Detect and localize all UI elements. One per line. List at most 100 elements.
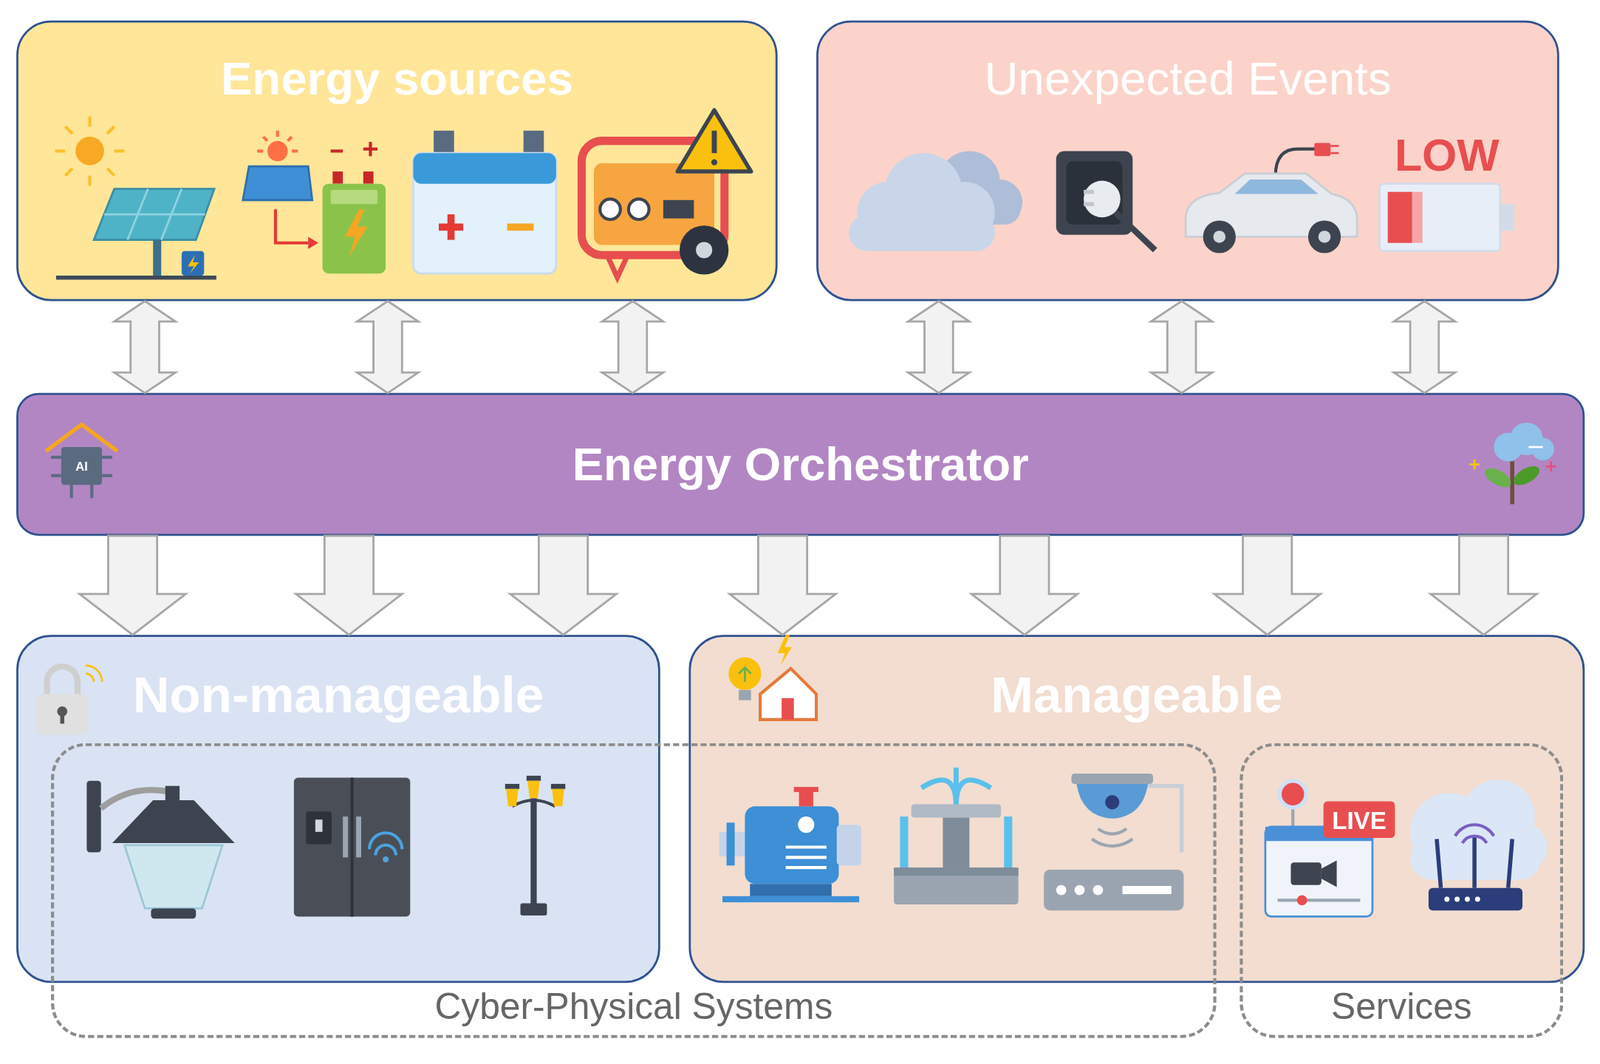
dashed-group-box: Services: [1239, 743, 1564, 1038]
camera-recorder-icon: [1076, 783, 1148, 819]
wall-lamp-icon: [124, 845, 224, 909]
street-lamp-icon: [526, 775, 541, 781]
low-battery-icon: [1500, 203, 1515, 231]
cloud-router-icon: [1428, 887, 1523, 911]
generator-icon: [663, 200, 694, 219]
solar-panel-icon: [114, 149, 125, 153]
generator-icon: [712, 130, 718, 153]
lock-icon: [85, 673, 94, 682]
solar-panel-icon: [87, 115, 91, 127]
cloud-router-icon: [1462, 836, 1487, 843]
smart-fridge-icon: [375, 845, 396, 856]
motor-pump-icon: [785, 855, 827, 859]
solar-panel-icon: [87, 175, 91, 187]
battery-icon: [412, 152, 556, 274]
camera-recorder-icon: [1043, 773, 1184, 911]
battery-icon: [433, 130, 455, 156]
solar-charger-icon: [344, 209, 368, 258]
flow-arrow: [1214, 535, 1321, 635]
power-socket-icon: [1066, 161, 1123, 225]
lock-icon: [47, 666, 78, 696]
ai-home-chip-icon: [50, 455, 62, 459]
motor-pump-icon: [799, 788, 814, 806]
smart-home-icon: [781, 698, 795, 720]
electric-car-icon: [1185, 142, 1357, 253]
smart-fridge-icon: [369, 832, 402, 849]
camera-recorder-icon: [1105, 794, 1120, 809]
live-stream-icon: [1279, 780, 1307, 808]
camera-recorder-icon: [1074, 884, 1086, 896]
source-group-box: Energy sources: [16, 20, 778, 302]
electric-car-icon: [1275, 149, 1317, 176]
flow-arrow: [510, 535, 617, 635]
solar-panel-icon: [187, 254, 199, 274]
green-cloud-icon: [1469, 422, 1556, 505]
smart-fridge-icon: [382, 856, 389, 863]
electric-car-icon: [1185, 173, 1357, 238]
cloud-router-icon: [1436, 838, 1442, 888]
low-battery-icon: [1412, 192, 1423, 244]
cloud-icon: [848, 150, 1023, 251]
cloud-router-icon: [1498, 822, 1547, 871]
motor-pump-icon: [744, 805, 839, 884]
lock-icon: [60, 713, 66, 724]
solar-charger-icon: [330, 149, 344, 153]
solar-charger-icon: [363, 171, 374, 184]
live-stream-icon: [1321, 860, 1338, 888]
flow-arrow: [79, 535, 187, 635]
electric-car-icon: [1212, 230, 1226, 244]
solar-charger-icon: [322, 183, 387, 275]
electric-car-icon: [1234, 179, 1318, 194]
ai-home-chip-icon: [61, 446, 102, 485]
group-title: Unexpected Events: [818, 53, 1558, 105]
fountain-icon: [893, 767, 1019, 905]
live-stream-icon: [1297, 894, 1308, 905]
smart-fridge-icon: [293, 777, 410, 917]
green-cloud-icon: [1510, 462, 1543, 490]
power-socket-icon: [1083, 202, 1094, 207]
low-battery-icon: [1379, 183, 1501, 252]
live-badge-text: LIVE: [1331, 808, 1387, 833]
smart-home-icon: [738, 667, 752, 682]
green-cloud-icon: [1481, 463, 1514, 491]
fountain-icon: [955, 780, 991, 807]
fountain-icon: [899, 816, 908, 870]
double-arrow: [1150, 301, 1213, 393]
battery-icon: [507, 223, 535, 232]
live-stream-icon: [1277, 898, 1360, 902]
solar-panel-icon: [93, 189, 215, 241]
street-lamp-icon: [551, 788, 565, 806]
electric-car-icon: [1203, 220, 1236, 253]
cloud-icon: [944, 193, 1021, 224]
solar-charger-icon: [288, 136, 293, 142]
electric-car-icon: [1314, 142, 1331, 156]
battery-icon: [523, 130, 545, 156]
lock-icon: [56, 706, 68, 717]
group-title: Manageable: [690, 667, 1583, 724]
camera-recorder-icon: [1091, 838, 1133, 846]
solar-charger-icon: [267, 141, 289, 162]
power-socket-icon: [1083, 180, 1121, 218]
street-lamp-icon: [511, 800, 555, 806]
solar-charger-icon: [332, 171, 343, 184]
ai-home-chip-icon: [45, 424, 118, 498]
motor-pump-icon: [722, 896, 860, 902]
camera-recorder-icon: [1122, 885, 1172, 894]
solar-charger-icon: [330, 189, 379, 204]
cloud-icon: [938, 150, 1001, 213]
low-battery-icon: [1379, 183, 1515, 252]
electric-car-icon: [1318, 230, 1332, 244]
ai-home-chip-icon: [70, 484, 74, 498]
green-cloud-icon: [1509, 460, 1515, 504]
ai-home-chip-icon: [101, 455, 113, 459]
device-group-box: Non-manageable: [16, 634, 661, 983]
smart-fridge-icon: [315, 819, 323, 832]
power-socket-icon: [1083, 189, 1094, 195]
dashed-group-box: Cyber-Physical Systems: [50, 743, 1217, 1038]
fountain-icon: [953, 767, 959, 806]
green-cloud-icon: [1546, 465, 1557, 468]
cloud-router-icon: [1444, 896, 1450, 902]
generator-icon: [607, 254, 628, 278]
